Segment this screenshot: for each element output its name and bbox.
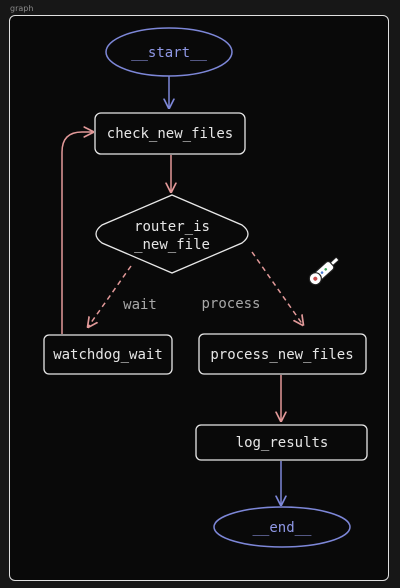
edge-router-to-watchdog — [88, 265, 132, 327]
node-process-new-files-label: process_new_files — [210, 347, 353, 363]
drag-pin-icon — [308, 257, 340, 286]
graph-frame-label: graph — [10, 4, 34, 13]
node-router-label-line2: _new_file — [134, 237, 210, 253]
edge-router-to-process — [251, 251, 303, 325]
node-router-is-new-file[interactable]: router_is _new_file — [95, 194, 249, 274]
node-check-new-files-label: check_new_files — [107, 126, 233, 142]
edge-watchdog-to-check — [61, 132, 93, 334]
node-router-label-line1: router_is — [134, 219, 210, 235]
edge-label-process: process — [201, 296, 260, 312]
graph-frame — [9, 15, 389, 581]
node-log-results-label: log_results — [236, 435, 329, 451]
node-end[interactable]: __end__ — [213, 506, 351, 548]
node-check-new-files[interactable]: check_new_files — [94, 112, 246, 155]
node-watchdog-wait[interactable]: watchdog_wait — [43, 334, 173, 375]
node-start-label: __start__ — [131, 45, 207, 61]
node-process-new-files[interactable]: process_new_files — [198, 333, 367, 375]
node-end-label: __end__ — [252, 520, 312, 536]
edge-label-wait: wait — [123, 297, 157, 313]
node-log-results[interactable]: log_results — [195, 424, 368, 461]
node-watchdog-wait-label: watchdog_wait — [53, 347, 163, 363]
node-start[interactable]: __start__ — [105, 27, 233, 77]
